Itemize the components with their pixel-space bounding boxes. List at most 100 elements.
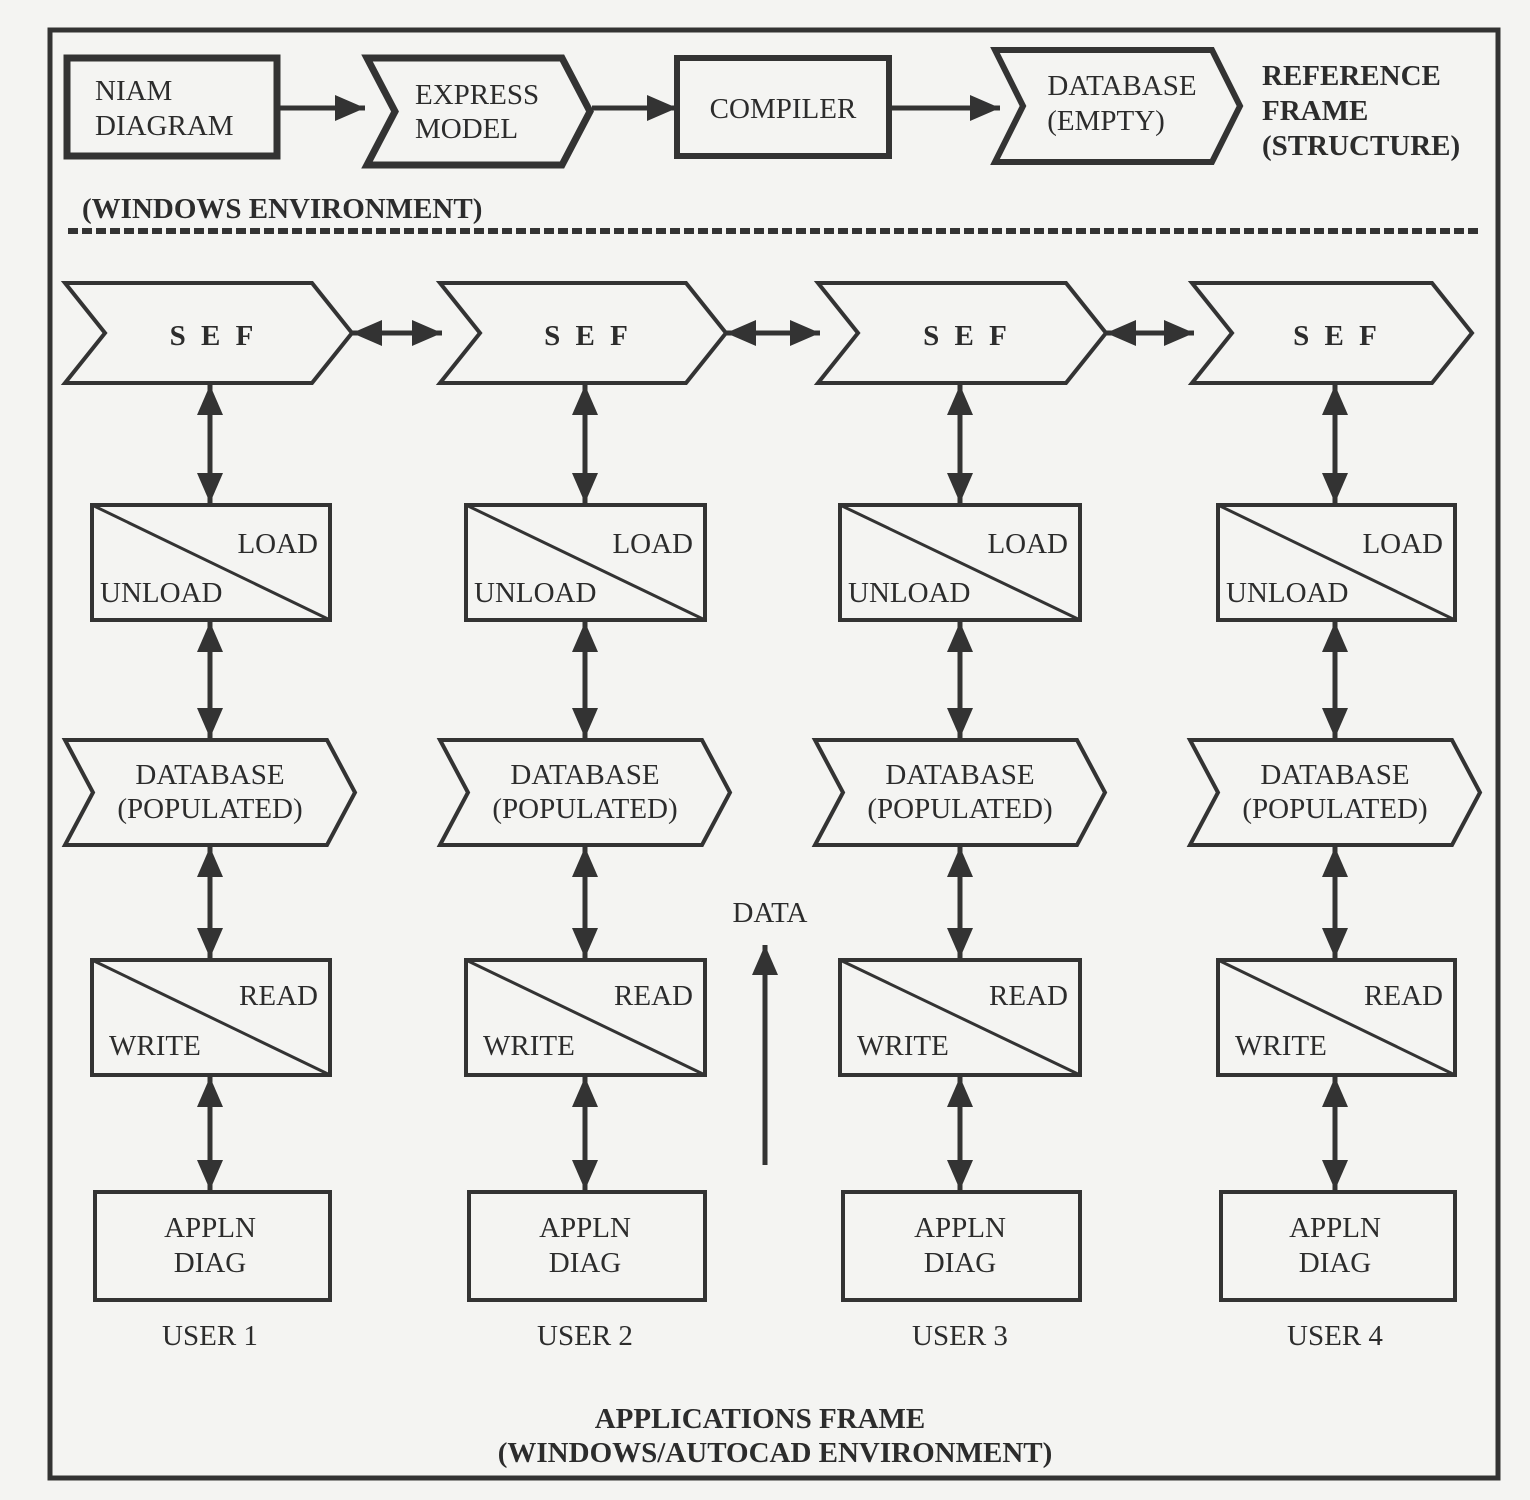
arrow-sef-3-4-tail bbox=[1106, 320, 1136, 346]
structure-label: (STRUCTURE) bbox=[1262, 130, 1460, 162]
arrow-compiler-to-database-head bbox=[970, 95, 1000, 121]
arrow-database-read-1-head bbox=[197, 928, 223, 958]
arrow-write-appln-1-head bbox=[197, 1160, 223, 1190]
database-populated-label-4: DATABASE bbox=[1260, 759, 1409, 791]
unload-label-1: UNLOAD bbox=[100, 577, 222, 609]
arrow-database-read-2-tail bbox=[572, 847, 598, 877]
sef-chevron-1 bbox=[60, 281, 355, 385]
sef-chevron-3 bbox=[813, 281, 1109, 385]
arrow-niam-to-express-head bbox=[335, 95, 365, 121]
write-label-4: WRITE bbox=[1235, 1030, 1327, 1062]
sef-label-3: S E F bbox=[923, 320, 1011, 352]
applications-frame-border bbox=[47, 27, 1501, 1481]
diag-label-4: DIAG bbox=[1299, 1247, 1372, 1279]
sef-label-2: S E F bbox=[544, 320, 632, 352]
read-write-box-3 bbox=[838, 958, 1082, 1077]
express-label: EXPRESS bbox=[415, 79, 539, 111]
arrow-sef-1-2-head bbox=[412, 320, 442, 346]
arrow-load-database-3-head bbox=[947, 708, 973, 738]
database-populated-chevron-4 bbox=[1186, 738, 1483, 847]
arrow-write-appln-2-tail bbox=[572, 1077, 598, 1107]
database-label: DATABASE bbox=[1047, 70, 1196, 102]
database-populated-chevron-1 bbox=[61, 738, 358, 847]
appln-diag-box-2 bbox=[467, 1190, 707, 1302]
load-unload-box-3 bbox=[838, 503, 1082, 622]
arrow-write-appln-4-head bbox=[1322, 1160, 1348, 1190]
frame-label: FRAME bbox=[1262, 95, 1368, 127]
arrow-sef-3-4-head bbox=[1164, 320, 1194, 346]
arrow-write-appln-4-tail bbox=[1322, 1077, 1348, 1107]
user-label-4: USER 4 bbox=[1287, 1320, 1383, 1352]
arrow-sef-2-3-tail bbox=[726, 320, 756, 346]
load-label-2: LOAD bbox=[612, 528, 693, 560]
arrow-sef-load-3-tail bbox=[947, 385, 973, 415]
load-unload-divider-4 bbox=[1217, 503, 1456, 622]
niam-label: NIAM bbox=[95, 75, 172, 107]
user-label-2: USER 2 bbox=[537, 1320, 633, 1352]
diag-label-2: DIAG bbox=[549, 1247, 622, 1279]
niam-diagram-box bbox=[63, 54, 281, 160]
appln-label-3: APPLN bbox=[914, 1212, 1006, 1244]
appln-label-4: APPLN bbox=[1289, 1212, 1381, 1244]
appln-label-1: APPLN bbox=[164, 1212, 256, 1244]
read-label-4: READ bbox=[1364, 980, 1443, 1012]
data-arrow-head bbox=[752, 945, 778, 975]
empty-label: (EMPTY) bbox=[1047, 105, 1165, 137]
load-unload-box-1 bbox=[90, 503, 332, 622]
read-write-divider-2 bbox=[465, 958, 706, 1077]
load-unload-divider-2 bbox=[465, 503, 706, 622]
arrow-load-database-4-head bbox=[1322, 708, 1348, 738]
load-unload-box-4 bbox=[1216, 503, 1457, 622]
arrow-sef-load-4-head bbox=[1322, 473, 1348, 503]
autocad-environment-label: (WINDOWS/AUTOCAD ENVIRONMENT) bbox=[498, 1437, 1053, 1469]
arrow-database-read-2-head bbox=[572, 928, 598, 958]
read-write-divider-1 bbox=[91, 958, 331, 1077]
read-write-divider-3 bbox=[839, 958, 1081, 1077]
unload-label-3: UNLOAD bbox=[848, 577, 970, 609]
unload-label-2: UNLOAD bbox=[474, 577, 596, 609]
load-label-3: LOAD bbox=[987, 528, 1068, 560]
arrow-database-read-4-head bbox=[1322, 928, 1348, 958]
appln-label-2: APPLN bbox=[539, 1212, 631, 1244]
arrow-sef-load-3-head bbox=[947, 473, 973, 503]
model-label: MODEL bbox=[415, 113, 518, 145]
arrow-write-appln-3-head bbox=[947, 1160, 973, 1190]
arrow-load-database-3-tail bbox=[947, 622, 973, 652]
arrow-load-database-1-head bbox=[197, 708, 223, 738]
arrow-sef-load-2-head bbox=[572, 473, 598, 503]
load-unload-divider-1 bbox=[91, 503, 331, 622]
data-label: DATA bbox=[732, 897, 807, 929]
write-label-3: WRITE bbox=[857, 1030, 949, 1062]
arrow-load-database-1-tail bbox=[197, 622, 223, 652]
load-unload-divider-3 bbox=[839, 503, 1081, 622]
compiler-label: COMPILER bbox=[710, 93, 857, 125]
populated-label-3: (POPULATED) bbox=[867, 793, 1052, 825]
read-label-2: READ bbox=[614, 980, 693, 1012]
appln-diag-box-1 bbox=[93, 1190, 332, 1302]
database-populated-label-3: DATABASE bbox=[885, 759, 1034, 791]
sef-label-1: S E F bbox=[170, 320, 258, 352]
unload-label-4: UNLOAD bbox=[1226, 577, 1348, 609]
diagram-label: DIAGRAM bbox=[95, 110, 234, 142]
write-label-2: WRITE bbox=[483, 1030, 575, 1062]
user-label-3: USER 3 bbox=[912, 1320, 1008, 1352]
read-write-box-4 bbox=[1216, 958, 1457, 1077]
read-write-divider-4 bbox=[1217, 958, 1456, 1077]
arrow-database-read-4-tail bbox=[1322, 847, 1348, 877]
read-label-1: READ bbox=[239, 980, 318, 1012]
appln-diag-box-4 bbox=[1219, 1190, 1457, 1302]
arrow-sef-load-2-tail bbox=[572, 385, 598, 415]
arrow-write-appln-2-head bbox=[572, 1160, 598, 1190]
read-write-box-1 bbox=[90, 958, 332, 1077]
database-populated-label-2: DATABASE bbox=[510, 759, 659, 791]
arrow-sef-load-1-head bbox=[197, 473, 223, 503]
applications-frame-label: APPLICATIONS FRAME bbox=[595, 1403, 926, 1435]
arrow-database-read-1-tail bbox=[197, 847, 223, 877]
windows-environment-label: (WINDOWS ENVIRONMENT) bbox=[82, 193, 482, 225]
arrow-load-database-2-head bbox=[572, 708, 598, 738]
populated-label-4: (POPULATED) bbox=[1242, 793, 1427, 825]
express-model-chevron bbox=[361, 54, 594, 169]
populated-label-2: (POPULATED) bbox=[492, 793, 677, 825]
